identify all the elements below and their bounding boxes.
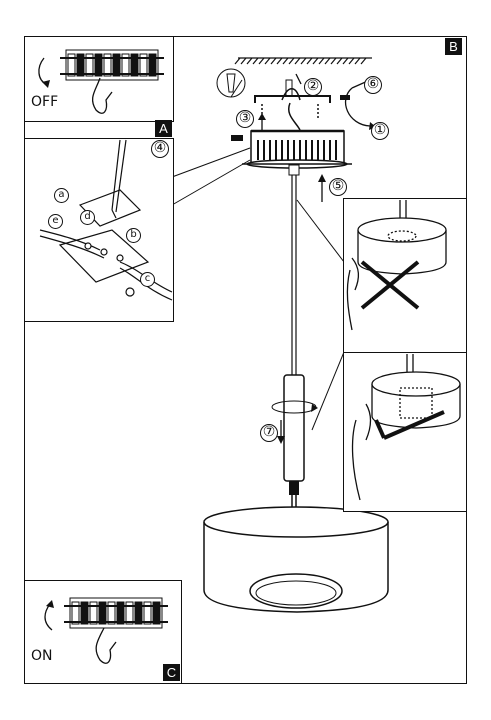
lamp-shade (203, 506, 389, 613)
breaker-switch (112, 53, 121, 77)
step-7: ⑦ (260, 424, 278, 442)
ceiling-hatch-line (294, 57, 301, 65)
ceiling-hatch-line (312, 57, 319, 65)
ceiling-hatch-line (240, 57, 247, 65)
ceiling-hatch (234, 57, 372, 65)
ceiling-hatch-line (354, 57, 361, 65)
breaker-switch (71, 601, 80, 625)
step-1: ① (371, 122, 389, 140)
ceiling-hatch-line (324, 57, 331, 65)
wrong-grip-drawing (346, 200, 447, 331)
on-label: ON (31, 648, 53, 664)
off-label: OFF (31, 94, 59, 110)
breaker-switch (121, 53, 130, 77)
wire-letter-a: a (54, 188, 69, 203)
breaker-switch (143, 601, 152, 625)
ceiling-hatch-line (246, 57, 253, 65)
wire-letter-c: c (140, 272, 155, 287)
ceiling-hatch-line (306, 57, 313, 65)
step-6: ⑥ (364, 76, 382, 94)
breaker-board-off (60, 49, 164, 81)
step-5: ⑤ (329, 178, 347, 196)
breaker-switch (130, 53, 139, 77)
panel-c-tag: C (163, 664, 180, 681)
breaker-switch (152, 601, 161, 625)
step-4: ④ (151, 140, 169, 158)
ceiling-hatch-line (276, 57, 283, 65)
wire-letter-d: d (80, 210, 95, 225)
ceiling-hatch-line (342, 57, 349, 65)
step-3: ③ (236, 110, 254, 128)
breaker-switch (85, 53, 94, 77)
panel-b-tag: B (445, 38, 462, 55)
breaker-switch (125, 601, 134, 625)
ceiling-hatch-line (264, 57, 271, 65)
step-2: ② (304, 78, 322, 96)
wire-letter-b: b (126, 228, 141, 243)
breaker-switch (80, 601, 89, 625)
breaker-switch (98, 601, 107, 625)
breaker-switch (94, 53, 103, 77)
canopy (242, 129, 352, 169)
wire-letter-e: e (48, 214, 63, 229)
ceiling-hatch-line (300, 57, 307, 65)
ceiling-hatch-line (258, 57, 265, 65)
ceiling-hatch-line (330, 57, 337, 65)
ceiling-hatch-line (348, 57, 355, 65)
wiring-detail-panel (24, 138, 174, 322)
ceiling-hatch-line (288, 57, 295, 65)
breaker-board-on (64, 597, 168, 629)
breaker-switch (134, 601, 143, 625)
breaker-switch (76, 53, 85, 77)
panel-c (24, 580, 182, 684)
breaker-switch (67, 53, 76, 77)
ceiling-hatch-line (270, 57, 277, 65)
breaker-switch (89, 601, 98, 625)
ceiling-hatch-line (336, 57, 343, 65)
ceiling-hatch-line (282, 57, 289, 65)
panel-a-tag: A (155, 120, 172, 137)
breaker-switch (139, 53, 148, 77)
breaker-switch (103, 53, 112, 77)
ceiling-hatch-line (234, 57, 241, 65)
breaker-switch (107, 601, 116, 625)
correct-grip-drawing (351, 354, 461, 501)
ceiling-hatch-line (360, 57, 367, 65)
ceiling-hatch-line (252, 57, 259, 65)
ceiling-hatch-line (318, 57, 325, 65)
breaker-switch (148, 53, 157, 77)
breaker-switch (116, 601, 125, 625)
